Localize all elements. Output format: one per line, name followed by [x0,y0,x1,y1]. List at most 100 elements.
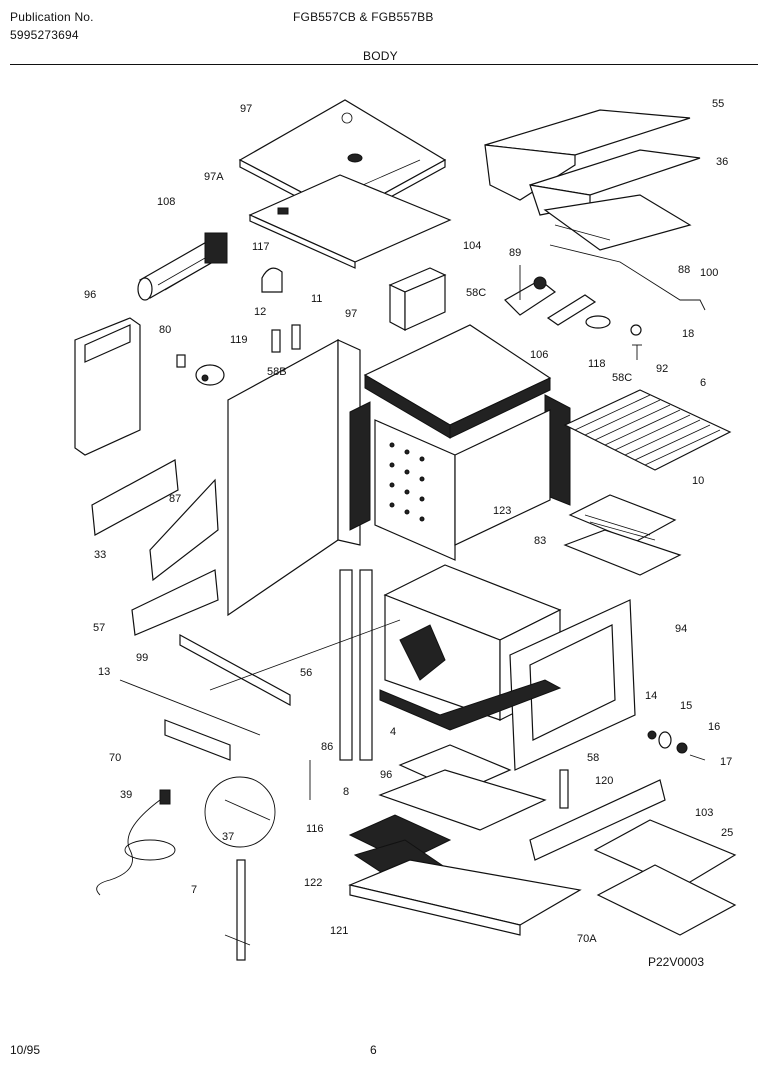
detail-circle-37 [204,619,401,848]
callout-88: 88 [678,264,690,276]
callout-55: 55 [712,98,724,110]
post-120 [559,769,569,809]
callout-83: 83 [534,535,546,547]
callout-118: 118 [588,358,606,370]
insulation-58-lower [379,679,562,731]
callout-57: 57 [93,622,105,634]
callout-25: 25 [721,827,733,839]
callout-18: 18 [682,328,694,340]
callout-96-lower: 96 [380,769,392,781]
trim-56 [339,569,353,761]
callout-7: 7 [191,884,197,896]
clip-80 [176,354,186,368]
valve-89 [504,265,557,316]
callout-58-lower: 58 [587,752,599,764]
callout-94: 94 [675,623,687,635]
callout-14: 14 [645,690,657,702]
burner-tube-108 [137,232,228,301]
panel-55 [484,109,691,201]
publication-label: Publication No. [10,10,94,24]
callout-11: 11 [311,293,322,305]
bracket-33 [91,459,179,536]
bracket-106 [546,294,597,326]
bulb-16 [676,742,688,754]
bracket-117 [261,267,283,293]
door-frame-94 [509,599,636,771]
callout-117: 117 [252,241,270,253]
kick-panel-103 [529,779,666,861]
callout-33: 33 [94,549,106,561]
callout-120: 120 [595,775,613,787]
oven-wrapper [227,338,361,617]
callout-89: 89 [509,247,521,259]
clip-118 [585,315,611,329]
callout-58C-right: 58C [612,372,632,384]
clip-17 [689,754,706,761]
callout-8: 8 [343,786,349,798]
callout-87: 87 [169,493,181,505]
section-title: BODY [363,49,398,63]
revision-date: 10/95 [10,1043,41,1057]
callout-16: 16 [708,721,720,733]
oven-rack-6 [563,389,732,471]
insulation-58B [349,401,371,531]
header-rule [10,64,758,65]
figure-code: P22V0003 [648,955,705,969]
broiler-panel-123 [374,409,551,561]
callout-122: 122 [304,877,322,889]
callout-103: 103 [695,807,713,819]
drawer-121 [348,859,582,936]
callout-116: 116 [306,823,324,835]
side-panel-96 [74,317,141,456]
callout-17: 17 [720,756,732,768]
socket-15 [658,731,672,749]
callout-119: 119 [230,334,248,346]
broiler-pan-10 [563,494,682,576]
fastener-18 [630,324,642,336]
switch-119 [195,364,225,386]
callout-108: 108 [157,196,175,208]
publication-number: 5995273694 [10,28,79,42]
callout-104: 104 [463,240,481,252]
callout-36: 36 [716,156,728,168]
bracket-87 [149,478,219,582]
callout-80: 80 [159,324,171,336]
callout-58B: 58B [267,366,287,378]
callout-97A: 97A [204,171,224,183]
heat-shield-97A [248,174,452,269]
callout-6: 6 [700,377,706,389]
rail-99 [179,633,291,707]
callout-86: 86 [321,741,333,753]
trim-96 [359,569,373,761]
support-7 [224,859,251,961]
callout-37: 37 [222,831,234,843]
slide-70A [596,864,737,936]
callout-92: 92 [656,363,668,375]
callout-99: 99 [136,652,148,664]
callout-39: 39 [120,789,132,801]
callout-13: 13 [98,666,110,678]
callout-100: 100 [700,267,718,279]
callout-12: 12 [254,306,266,318]
rod-13 [119,679,261,736]
callout-106: 106 [530,349,548,361]
brackets-11-12 [271,324,301,353]
callout-56: 56 [300,667,312,679]
rod-88 [549,244,706,311]
insulation-block-104 [388,267,447,331]
bracket-57 [131,569,219,636]
screw-92 [632,344,642,360]
callout-4: 4 [390,726,396,738]
power-cord-39 [96,789,176,896]
tray-8 [378,769,547,831]
callout-123: 123 [493,505,511,517]
model-numbers: FGB557CB & FGB557BB [293,10,434,24]
knob-14 [647,730,657,740]
callout-96-left: 96 [84,289,96,301]
callout-97-mid: 97 [345,308,357,320]
callout-15: 15 [680,700,692,712]
oven-top-97 [363,324,552,439]
callout-58C-top: 58C [466,287,486,299]
channel-70 [164,719,231,761]
